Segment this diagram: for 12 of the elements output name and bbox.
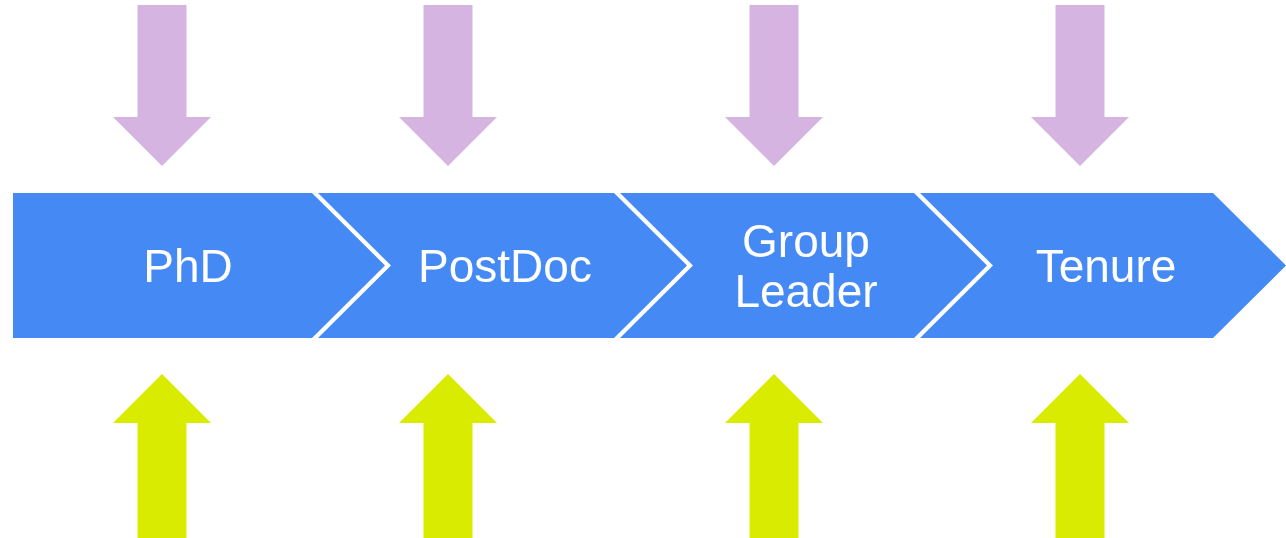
step-label: PostDoc (417, 240, 593, 291)
block-arrow (113, 5, 211, 166)
block-arrow (399, 374, 497, 538)
step-label: PhD (142, 240, 234, 291)
block-arrow (113, 374, 211, 538)
block-arrow (1031, 5, 1129, 166)
step-label: Group Leader (733, 215, 879, 316)
block-arrow (399, 5, 497, 166)
block-arrow (1031, 374, 1129, 538)
block-arrow (725, 374, 823, 538)
block-arrow (725, 5, 823, 166)
step-label: Tenure (1034, 240, 1178, 291)
